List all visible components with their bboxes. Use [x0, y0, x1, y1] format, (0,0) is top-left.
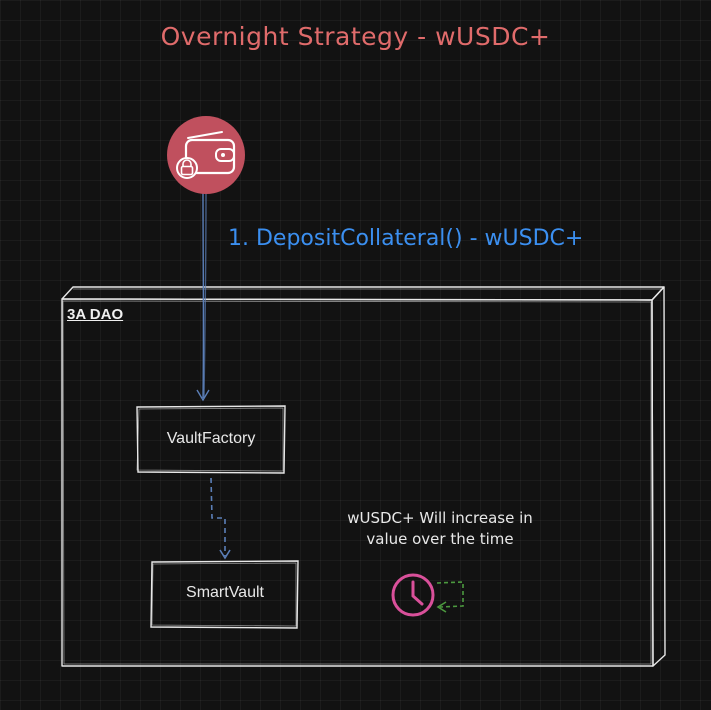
loop-arrowhead [436, 601, 447, 613]
vault-factory-node[interactable] [136, 405, 286, 474]
loop-arrow [436, 581, 464, 608]
wallet-lock-icon[interactable] [167, 116, 245, 194]
deposit-edge-label: 1. DepositCollateral() - wUSDC+ [228, 226, 584, 251]
diagram-title: Overnight Strategy - wUSDC+ [160, 22, 551, 51]
clock-icon [391, 573, 435, 617]
smart-vault-label: SmartVault [186, 584, 264, 601]
note-line-1: wUSDC+ Will increase in [347, 509, 533, 527]
smart-vault-node[interactable] [150, 560, 299, 629]
appreciation-note: wUSDC+ Will increase in value over the t… [320, 508, 560, 550]
dao-container-label: 3A DAO [67, 306, 124, 323]
factory-to-vault-arrowhead [219, 549, 231, 560]
vault-factory-label: VaultFactory [166, 430, 256, 447]
deposit-arrow [196, 189, 210, 402]
note-line-2: value over the time [366, 530, 514, 548]
factory-to-vault-arrow [210, 477, 226, 556]
dao-container[interactable] [61, 286, 666, 667]
